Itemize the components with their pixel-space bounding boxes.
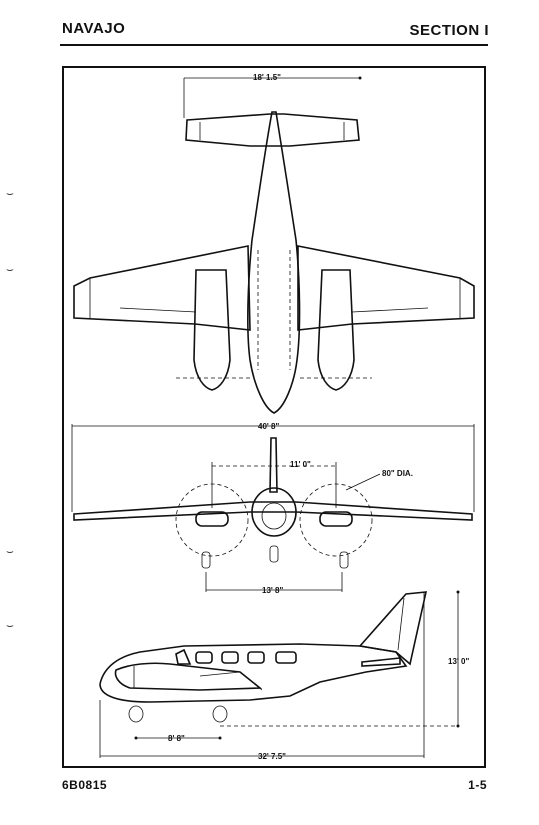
figure-frame bbox=[62, 66, 486, 768]
page-number: 1-5 bbox=[468, 778, 487, 792]
figure-code: 6B0815 bbox=[62, 778, 108, 792]
dimension-dot bbox=[358, 76, 362, 80]
right-prop-disc bbox=[299, 483, 373, 557]
vertical-tail-front bbox=[269, 437, 278, 493]
header-section: SECTION I bbox=[409, 22, 489, 39]
header-rule bbox=[60, 44, 488, 46]
horizontal-tail bbox=[185, 113, 360, 147]
header-title: NAVAJO bbox=[62, 20, 126, 37]
wing-front bbox=[73, 501, 473, 521]
gear-track-label: 13' 8" bbox=[262, 586, 283, 595]
fuselage-top bbox=[247, 111, 301, 414]
cabin-window bbox=[221, 651, 239, 664]
wing-root-side bbox=[199, 671, 263, 691]
length-label: 32' 7.5" bbox=[258, 752, 286, 761]
tail-span-label: 18' 1.5" bbox=[253, 73, 281, 82]
prop-diameter-label: 80" DIA. bbox=[382, 469, 413, 478]
vertical-tail-side bbox=[358, 591, 428, 666]
margin-mark: ⌣ bbox=[6, 262, 14, 276]
front-view: 40' 8" 11' 0" 80" DIA. 13' 8" bbox=[71, 422, 475, 595]
main-wheel-side bbox=[212, 705, 228, 723]
margin-mark: ⌣ bbox=[6, 186, 14, 200]
wing-span-label: 40' 8" bbox=[258, 422, 279, 431]
margin-mark: ⌣ bbox=[6, 544, 14, 558]
fuselage-side bbox=[99, 643, 408, 703]
nose-gear-front bbox=[269, 545, 279, 563]
left-engine-front bbox=[195, 511, 229, 527]
nacelle-side bbox=[114, 662, 263, 691]
aileron-line bbox=[119, 307, 197, 313]
dimension-dot bbox=[456, 724, 460, 728]
left-wing bbox=[73, 245, 251, 331]
left-prop-disc bbox=[175, 483, 249, 557]
aileron-line bbox=[351, 307, 429, 313]
side-view: 13' 0" 8' 8" 32' 7.5" bbox=[99, 590, 469, 761]
dimension-dot bbox=[456, 590, 460, 594]
stabilizer-side bbox=[361, 657, 401, 667]
margin-mark: ⌣ bbox=[6, 618, 14, 632]
dimension-dot bbox=[218, 736, 222, 740]
wheelbase-label: 8' 8" bbox=[168, 734, 185, 743]
right-wing bbox=[297, 245, 475, 331]
cabin-window bbox=[247, 651, 265, 664]
rudder-line bbox=[397, 597, 405, 651]
right-nacelle bbox=[317, 269, 355, 391]
nacelle-spacing-label: 11' 0" bbox=[290, 460, 311, 469]
right-engine-front bbox=[319, 511, 353, 527]
right-gear-front bbox=[339, 551, 349, 569]
left-nacelle bbox=[193, 269, 231, 391]
nose-wheel-side bbox=[128, 705, 144, 723]
height-label: 13' 0" bbox=[448, 657, 469, 666]
windshield bbox=[175, 648, 192, 665]
fuselage-front bbox=[251, 487, 297, 537]
dimension-dot bbox=[134, 736, 138, 740]
cabin-window bbox=[195, 651, 213, 664]
nose-front bbox=[261, 502, 287, 530]
left-gear-front bbox=[201, 551, 211, 569]
cabin-dashes bbox=[257, 250, 291, 370]
top-view: 18' 1.5" bbox=[73, 73, 475, 414]
cabin-window bbox=[275, 651, 297, 664]
